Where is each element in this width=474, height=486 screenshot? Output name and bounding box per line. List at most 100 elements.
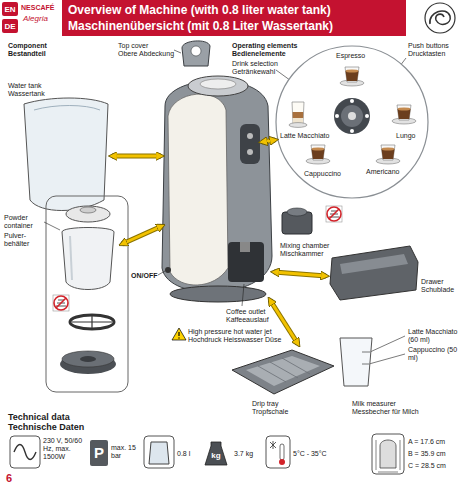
part-label: Drip tray <box>252 400 278 408</box>
part-label: Schublade <box>421 286 454 294</box>
drink-label: Latte Macchiato <box>280 132 329 140</box>
spec-icons <box>10 436 40 468</box>
label-slot: 5°C - 35°C <box>293 450 327 458</box>
dimension-value: A = 17.6 cm <box>408 438 445 446</box>
spec-icons <box>14 445 36 460</box>
label-slot: NESCAFÉ <box>21 4 54 12</box>
brand-name: NESCAFÉ <box>21 4 54 12</box>
part-arrows <box>262 140 275 142</box>
part-arrows <box>262 140 275 142</box>
leader-lines <box>158 271 165 275</box>
drink-label: Lungo <box>396 132 415 140</box>
header-band <box>425 3 455 33</box>
part-arrows <box>112 155 161 158</box>
milk-measurer <box>340 338 372 386</box>
label-slot: Tropfschale <box>252 408 288 416</box>
dimension-value: B = 35.9 cm <box>408 450 446 458</box>
language-badge: EN <box>2 2 18 16</box>
spec-icons <box>376 440 400 472</box>
label-slot: Technical data <box>8 412 70 422</box>
column-heading: Bestandteil <box>8 50 46 58</box>
label-slot: Latte Macchiato <box>280 132 329 140</box>
spec-icons <box>149 442 169 464</box>
warning-label: High pressure hot water jet <box>188 328 272 336</box>
leader-lines <box>44 222 60 230</box>
spec-value: max. 15 bar <box>111 444 139 460</box>
leader-lines <box>370 336 405 352</box>
label-slot: Latte Macchiato (60 ml) <box>408 328 468 344</box>
spec-value: 0.8 l <box>177 450 190 458</box>
powder-container <box>70 236 72 280</box>
dimension-value: C = 28.5 cm <box>408 462 446 470</box>
model-name: Alegria <box>23 14 48 23</box>
part-label: Drawer <box>421 278 444 286</box>
weight-icon: kg <box>202 440 230 466</box>
top-cover <box>191 46 201 56</box>
label-slot: Drawer <box>421 278 444 286</box>
mixing-chamber <box>287 208 307 216</box>
top-cover <box>174 50 181 53</box>
label-slot: Pulver- behälter <box>4 232 44 248</box>
spec-icons <box>380 440 396 468</box>
powder-container <box>53 295 69 311</box>
drip-tray <box>232 350 334 394</box>
section-heading: Technical data <box>8 412 70 422</box>
label-slot: Top cover <box>118 42 148 50</box>
machine-body <box>165 267 171 273</box>
label-slot: Drip tray <box>252 400 278 408</box>
water-tank <box>34 106 100 111</box>
drip-tray <box>246 356 320 386</box>
drip-tray <box>258 358 310 382</box>
part-label: Mixing chamber <box>280 242 329 250</box>
pressure-icon: P <box>90 440 108 466</box>
part-label: Powder container <box>4 214 44 230</box>
label-slot: Component <box>8 42 47 50</box>
zoom-circle <box>340 67 364 86</box>
page-subtitle: Maschinenübersicht (mit 0.8 Liter Wasser… <box>68 19 333 33</box>
water-tank <box>24 98 108 211</box>
warning-triangle <box>172 328 186 340</box>
zoom-circle <box>335 114 339 118</box>
label-slot: Mixing chamber <box>280 242 329 250</box>
powder-container <box>70 315 114 329</box>
machine-body <box>228 242 264 282</box>
zoom-circle <box>392 105 416 124</box>
water-tank <box>24 98 108 211</box>
drawer <box>330 246 418 300</box>
zoom-circle <box>350 129 354 133</box>
drink-label: Cappuccino <box>304 170 341 178</box>
leader-lines <box>242 284 244 306</box>
machine-body <box>247 133 253 139</box>
part-label: Milk measurer <box>352 400 396 408</box>
part-label: Drucktasten <box>408 50 445 58</box>
page-title: Overview of Machine (with 0.8 liter wate… <box>68 3 331 17</box>
label-slot: Drink selection <box>232 60 278 68</box>
label-slot: Obere Abdeckung <box>118 50 174 58</box>
warning-triangle <box>172 328 186 340</box>
node-text: DE <box>4 22 15 31</box>
label-slot: Messbecher für Milch <box>352 408 419 416</box>
milk-measurer <box>362 352 370 364</box>
spec-icons <box>280 444 284 460</box>
spec-icons <box>270 441 276 449</box>
machine-body <box>188 76 248 96</box>
leader-lines <box>44 58 406 364</box>
zoom-circle <box>276 46 428 198</box>
part-arrows <box>122 226 162 244</box>
spec-icons <box>144 436 174 468</box>
label-slot: Cappuccino <box>304 170 341 178</box>
label-slot: 3.7 kg <box>234 450 253 458</box>
zoom-circle <box>289 102 307 127</box>
header-band <box>62 0 455 36</box>
section-heading: Technische Daten <box>8 422 84 432</box>
part-arrows <box>274 272 326 276</box>
machine-body <box>240 124 260 164</box>
measure-label: Latte Macchiato (60 ml) <box>408 328 468 344</box>
label-slot: Getränkewahl <box>232 68 275 76</box>
mixing-chamber <box>282 206 342 234</box>
leader-lines <box>369 354 405 364</box>
drink-label: Americano <box>366 168 399 176</box>
label-slot: Schublade <box>421 286 454 294</box>
label-slot: Milk measurer <box>352 400 396 408</box>
